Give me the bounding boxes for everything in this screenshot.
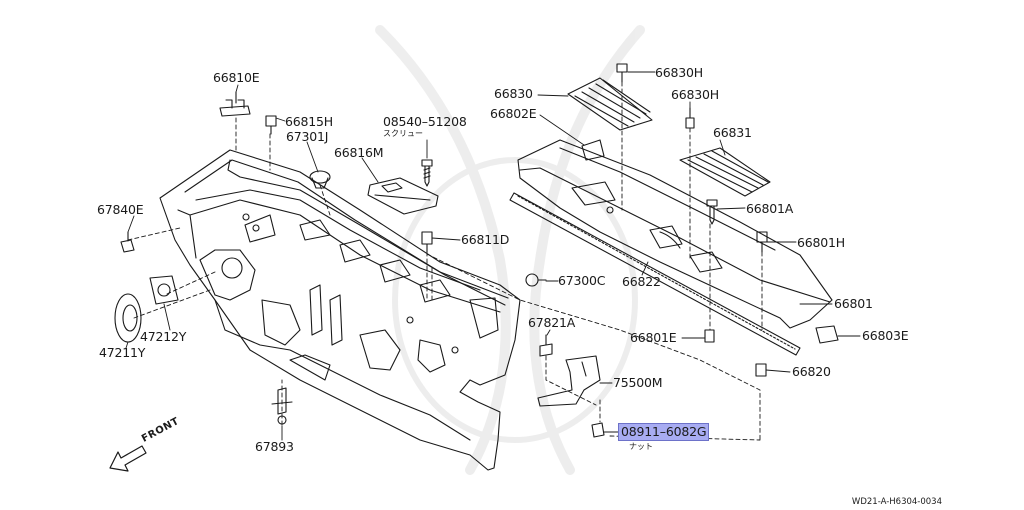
dash-panel	[159, 149, 521, 471]
part-note-screw: スクリュー	[383, 129, 423, 138]
part-label-66816M[interactable]: 66816M	[334, 145, 384, 160]
seal-47212Y	[149, 275, 179, 305]
nut-08911-6082G	[591, 422, 605, 438]
part-label-66803E[interactable]: 66803E	[862, 328, 909, 343]
grille-66830	[567, 77, 653, 131]
plug-67301J	[309, 170, 331, 189]
grommet-66815H	[265, 115, 277, 135]
bracket-75500M	[537, 355, 601, 407]
part-label-66810E[interactable]: 66810E	[213, 70, 260, 85]
part-label-66801[interactable]: 66801	[834, 296, 873, 311]
clip-67840E	[120, 231, 135, 253]
part-label-47212Y[interactable]: 47212Y	[140, 329, 187, 344]
part-label-66811D[interactable]: 66811D	[461, 232, 510, 247]
part-label-66801E[interactable]: 66801E	[630, 330, 677, 345]
part-label-66831[interactable]: 66831	[713, 125, 752, 140]
front-arrow-icon	[109, 445, 147, 472]
bolt-67821A	[539, 334, 553, 357]
part-note-nut: ナット	[629, 442, 653, 451]
part-label-67300C[interactable]: 67300C	[558, 273, 606, 288]
watermark-emblem	[375, 25, 645, 475]
part-label-08540-51208[interactable]: 08540–51208	[383, 114, 467, 129]
part-label-66815H[interactable]: 66815H	[285, 114, 333, 129]
part-label-66830H-mid[interactable]: 66830H	[671, 87, 719, 102]
seal-strip-66822	[509, 192, 801, 356]
part-label-66822[interactable]: 66822	[622, 274, 661, 289]
screw-66801A	[706, 199, 718, 225]
clip-66811D	[421, 231, 433, 253]
seal-47211Y	[114, 293, 142, 343]
leader-lines	[125, 71, 861, 441]
bracket-66816M	[367, 177, 439, 215]
screw-08540-51208	[421, 159, 433, 187]
part-label-66802E[interactable]: 66802E	[490, 106, 537, 121]
part-label-66830[interactable]: 66830	[494, 86, 533, 101]
part-label-66820[interactable]: 66820	[792, 364, 831, 379]
part-label-67893[interactable]: 67893	[255, 439, 294, 454]
clip-66801E	[704, 329, 715, 343]
part-label-47211Y[interactable]: 47211Y	[99, 345, 146, 360]
part-label-66801H[interactable]: 66801H	[797, 235, 845, 250]
part-label-67301J[interactable]: 67301J	[286, 129, 329, 144]
clip-66810E	[219, 91, 251, 117]
grille-66831	[679, 147, 771, 197]
clip-66801H	[756, 231, 768, 253]
clip-67300C	[525, 273, 547, 287]
part-label-08911-6082G-highlighted[interactable]: 08911–6082G	[617, 423, 710, 441]
clip-66830H-top	[616, 63, 628, 83]
clip-66803E	[815, 325, 839, 344]
part-label-66801A[interactable]: 66801A	[746, 201, 794, 216]
clip-66830H-mid	[685, 107, 695, 129]
diagram-reference-code: WD21-A-H6304-0034	[851, 497, 942, 507]
clip-66802E	[581, 139, 605, 161]
part-label-66830H-top[interactable]: 66830H	[655, 65, 703, 80]
part-label-75500M[interactable]: 75500M	[613, 375, 663, 390]
part-label-67840E[interactable]: 67840E	[97, 202, 144, 217]
part-label-67821A[interactable]: 67821A	[528, 315, 576, 330]
guide-lines	[127, 81, 763, 441]
clip-66820	[755, 363, 767, 377]
cowl-top-panel-66801	[517, 139, 833, 329]
